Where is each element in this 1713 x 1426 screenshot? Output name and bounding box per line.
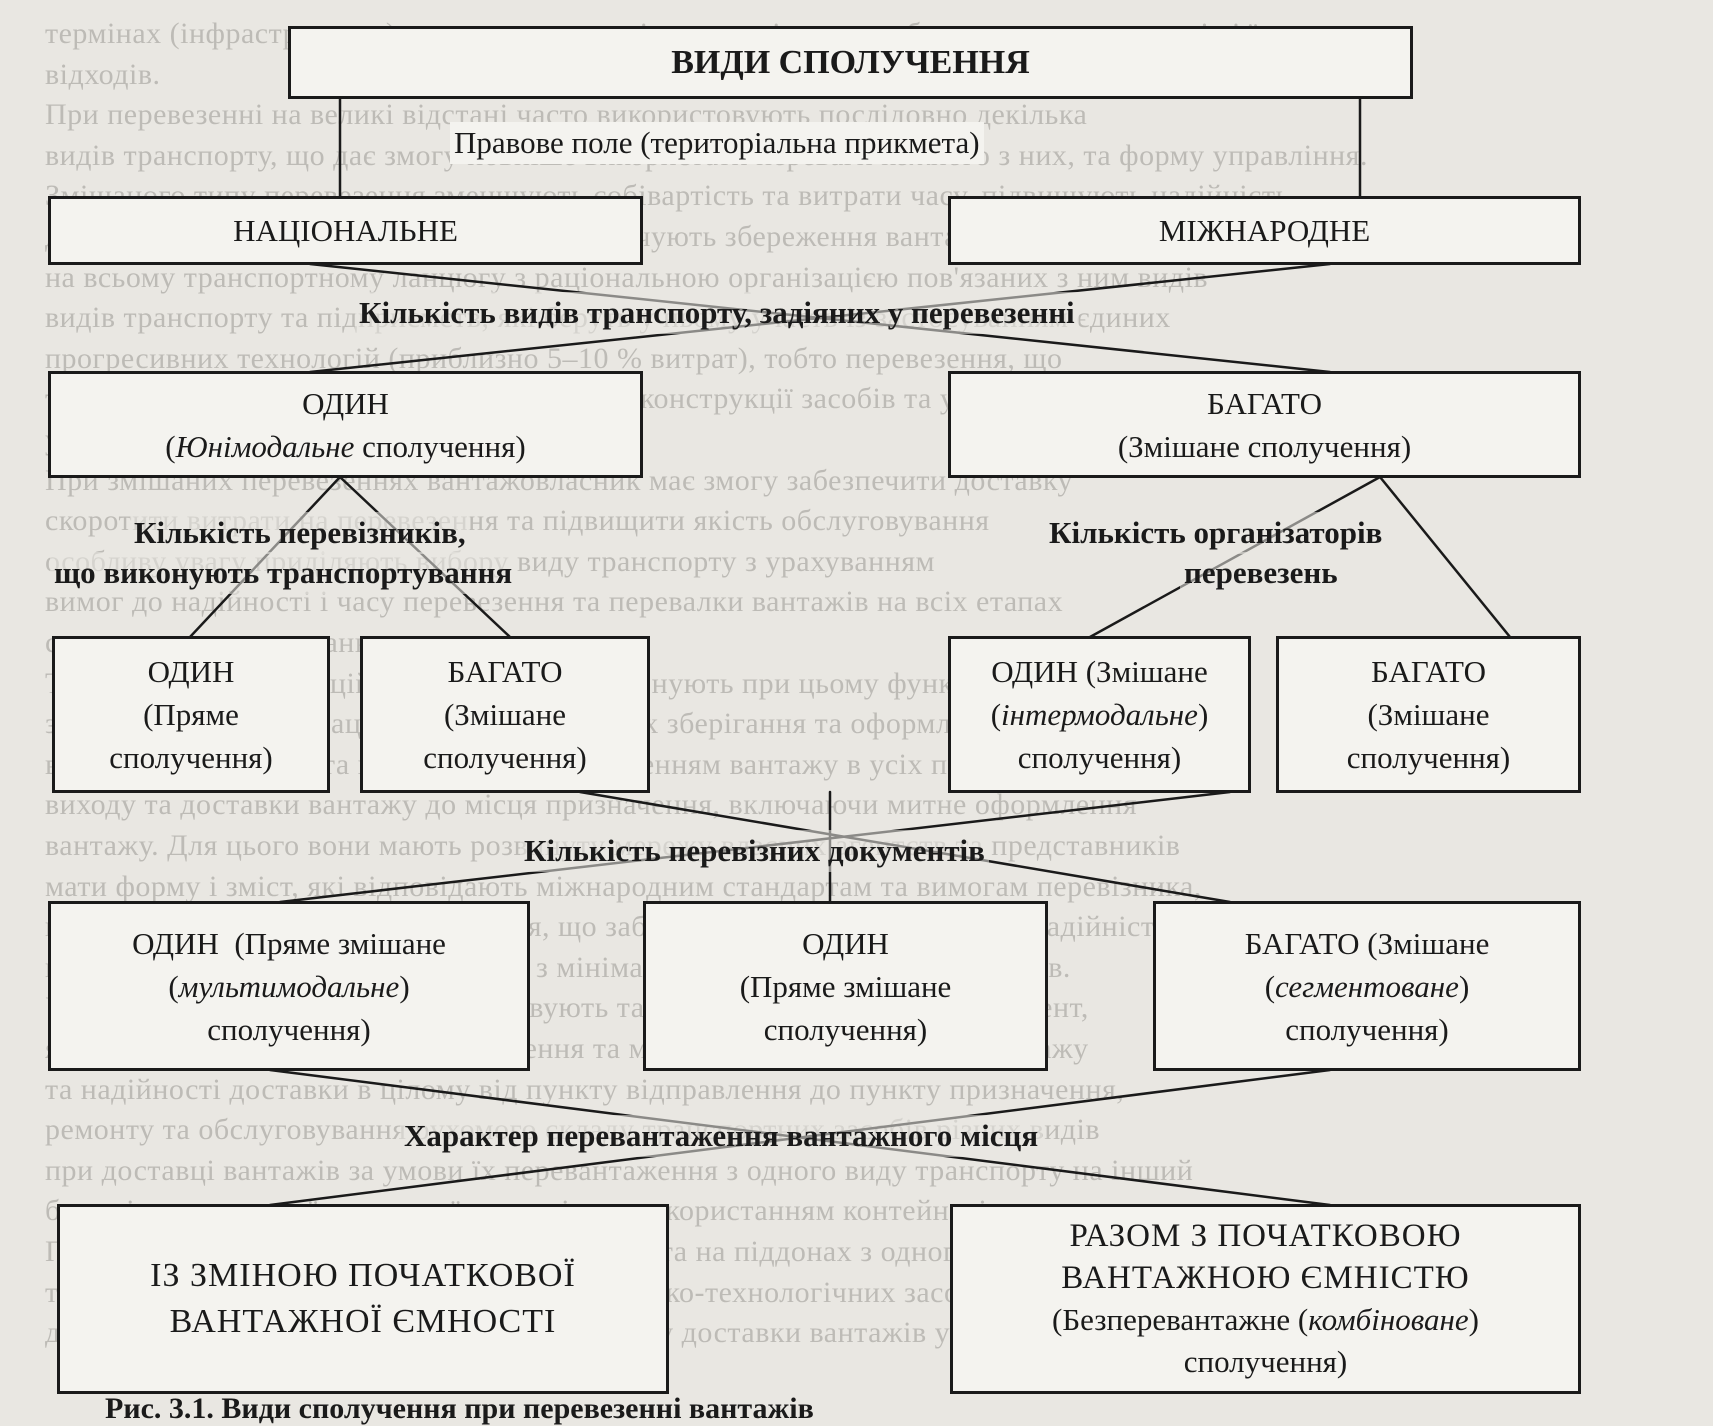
l3-connection-label: сполучення) <box>1017 740 1182 775</box>
segmented-line: (сегментоване) <box>1264 968 1470 1004</box>
l5-change-line2: ВАНТАЖНОЇ ЄМНОСТІ <box>169 1303 557 1340</box>
l4-connection-label: сполучення) <box>1285 1011 1449 1047</box>
criterion-carriers-line1: Кількість перевізників, <box>130 512 470 554</box>
l4-many-mixed-label: БАГАТО (Змішане <box>1244 925 1490 961</box>
box-one-direct: ОДИН (Пряме сполучення) <box>52 636 330 793</box>
l4-one-label: ОДИН <box>802 925 889 961</box>
l4-connection-label: сполучення) <box>207 1011 371 1047</box>
l3-one-label: ОДИН <box>147 654 235 689</box>
l3-mixed-label: (Змішане <box>1367 697 1490 732</box>
box-many-mixed: БАГАТО (Змішане сполучення) <box>948 371 1581 478</box>
l3-one-mixed-label: ОДИН (Змішане <box>991 654 1208 689</box>
background-text-line: на всьому транспортному ланцюгу з раціон… <box>45 260 1209 294</box>
many-label: БАГАТО <box>1207 385 1322 421</box>
box-one-intermodal: ОДИН (Змішане (інтермодальне) сполучення… <box>948 636 1251 793</box>
l4-direct-mixed-label: (Пряме змішане <box>739 968 952 1004</box>
label-national: НАЦІОНАЛЬНЕ <box>233 213 458 248</box>
diagram-title: ВИДИ СПОЛУЧЕННЯ <box>671 44 1030 81</box>
criterion-legal-field: Правове поле (територіальна прикмета) <box>450 122 984 164</box>
label-international: МІЖНАРОДНЕ <box>1158 213 1371 248</box>
l3-many-label: БАГАТО <box>447 654 563 689</box>
background-text-line: відходів. <box>45 57 161 91</box>
criterion-organizers-line1: Кількість організаторів <box>1045 512 1387 554</box>
box-with-original-capacity: РАЗОМ З ПОЧАТКОВОЮ ВАНТАЖНОЮ ЄМНІСТЮ (Бе… <box>950 1204 1581 1394</box>
box-many-mixed-l3a: БАГАТО (Змішане сполучення) <box>360 636 650 793</box>
box-with-capacity-change: ІЗ ЗМІНОЮ ПОЧАТКОВОЇ ВАНТАЖНОЇ ЄМНОСТІ <box>57 1204 669 1394</box>
criterion-carriers-line2: що виконують транспортування <box>50 552 517 594</box>
l3-connection-label: сполучення) <box>1346 740 1511 775</box>
box-one-multimodal: ОДИН (Пряме змішане (мультимодальне) спо… <box>48 901 530 1071</box>
background-text-line: та надійності доставки в цілому від пунк… <box>45 1072 1125 1106</box>
box-one-unimodal: ОДИН (Юнімодальне сполучення) <box>48 371 643 478</box>
unimodal-line: (Юнімодальне сполучення) <box>165 428 526 464</box>
criterion-organizers-line2: перевезень <box>1180 552 1342 594</box>
box-many-mixed-l3b: БАГАТО (Змішане сполучення) <box>1276 636 1581 793</box>
mixed-line: (Змішане сполучення) <box>1117 428 1412 464</box>
l3-connection-label: сполучення) <box>423 740 587 775</box>
l4-one-direct-mixed: ОДИН (Пряме змішане <box>132 925 446 961</box>
l5-connection-label: сполучення) <box>1183 1344 1348 1379</box>
background-text-line: при доставці вантажів за умови їх перева… <box>45 1153 1194 1187</box>
l5-change-line1: ІЗ ЗМІНОЮ ПОЧАТКОВОЇ <box>150 1257 576 1294</box>
box-international: МІЖНАРОДНЕ <box>948 196 1581 265</box>
figure-caption: Рис. 3.1. Види сполучення при перевезенн… <box>105 1392 814 1425</box>
criterion-transport-modes: Кількість видів транспорту, задіяних у п… <box>355 292 1079 334</box>
l5-combined-line1: РАЗОМ З ПОЧАТКОВОЮ <box>1069 1218 1462 1254</box>
l3-direct-label: (Пряме <box>143 697 239 732</box>
l3-mixed-label: (Змішане <box>443 697 567 732</box>
l3-many-label: БАГАТО <box>1371 654 1486 689</box>
l4-connection-label: сполучення) <box>763 1011 928 1047</box>
multimodal-line: (мультимодальне) <box>168 968 410 1004</box>
combined-line: (Безперевантажне (комбіноване) <box>1052 1302 1479 1337</box>
box-many-segmented: БАГАТО (Змішане (сегментоване) сполученн… <box>1153 901 1581 1071</box>
l5-combined-line2: ВАНТАЖНОЮ ЄМНІСТЮ <box>1061 1260 1470 1296</box>
criterion-documents: Кількість перевізних документів <box>520 830 989 872</box>
l3-connection-label: сполучення) <box>109 740 273 775</box>
box-one-direct-mixed: ОДИН (Пряме змішане сполучення) <box>643 901 1048 1071</box>
intermodal-line: (інтермодальне) <box>990 697 1209 732</box>
box-national: НАЦІОНАЛЬНЕ <box>48 196 643 265</box>
one-label: ОДИН <box>302 385 389 421</box>
diagram-title-box: ВИДИ СПОЛУЧЕННЯ <box>288 26 1413 99</box>
criterion-reloading: Характер перевантаження вантажного місця <box>400 1115 1043 1157</box>
background-text-line: мати форму і зміст, які відповідають між… <box>45 869 1202 903</box>
